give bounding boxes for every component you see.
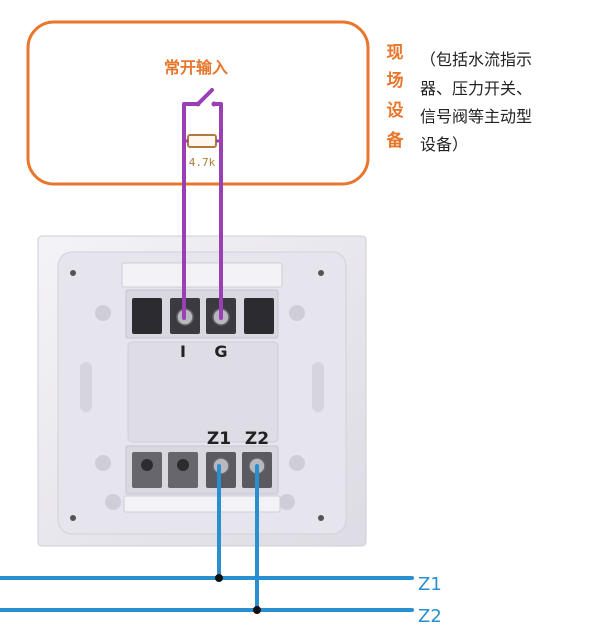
normally-open-switch (195, 88, 217, 107)
bus-wiring (0, 464, 414, 612)
field-device-title-char: 现 (387, 43, 404, 63)
input-module (37, 235, 367, 547)
normally-open-input-label: 常开输入 (164, 58, 228, 77)
mounting-hole (70, 515, 76, 521)
mounting-hole (70, 270, 76, 276)
terminal-label-g: G (214, 342, 227, 361)
terminal-label-z2: Z2 (245, 429, 269, 449)
junction-dot-z2 (253, 606, 261, 614)
field-device-title: 现 场 设 备 (386, 43, 405, 151)
top-terminal-block (121, 262, 283, 339)
description-line: （包括水流指示 (420, 50, 532, 69)
wire-to-i (182, 102, 200, 320)
end-of-line-resistor (184, 134, 221, 148)
mounting-hole (318, 270, 324, 276)
field-device-description: （包括水流指示 器、压力开关、 信号阀等主动型 设备） (420, 50, 532, 154)
junction-dot-z1 (215, 574, 223, 582)
field-device-box (26, 20, 370, 186)
field-device-title-char: 备 (386, 130, 405, 151)
description-line: 信号阀等主动型 (420, 107, 532, 126)
terminal-label-i: I (180, 342, 186, 361)
resistor-value-label: 4.7k (189, 156, 216, 169)
bus-label-z1: Z1 (418, 574, 442, 595)
terminal-label-z1: Z1 (207, 429, 231, 449)
bus-label-z2: Z2 (418, 606, 442, 627)
description-line: 器、压力开关、 (420, 79, 532, 98)
field-device-title-char: 设 (387, 101, 404, 121)
field-device-title-char: 场 (387, 71, 404, 91)
mounting-hole (318, 515, 324, 521)
description-line: 设备） (420, 135, 468, 154)
